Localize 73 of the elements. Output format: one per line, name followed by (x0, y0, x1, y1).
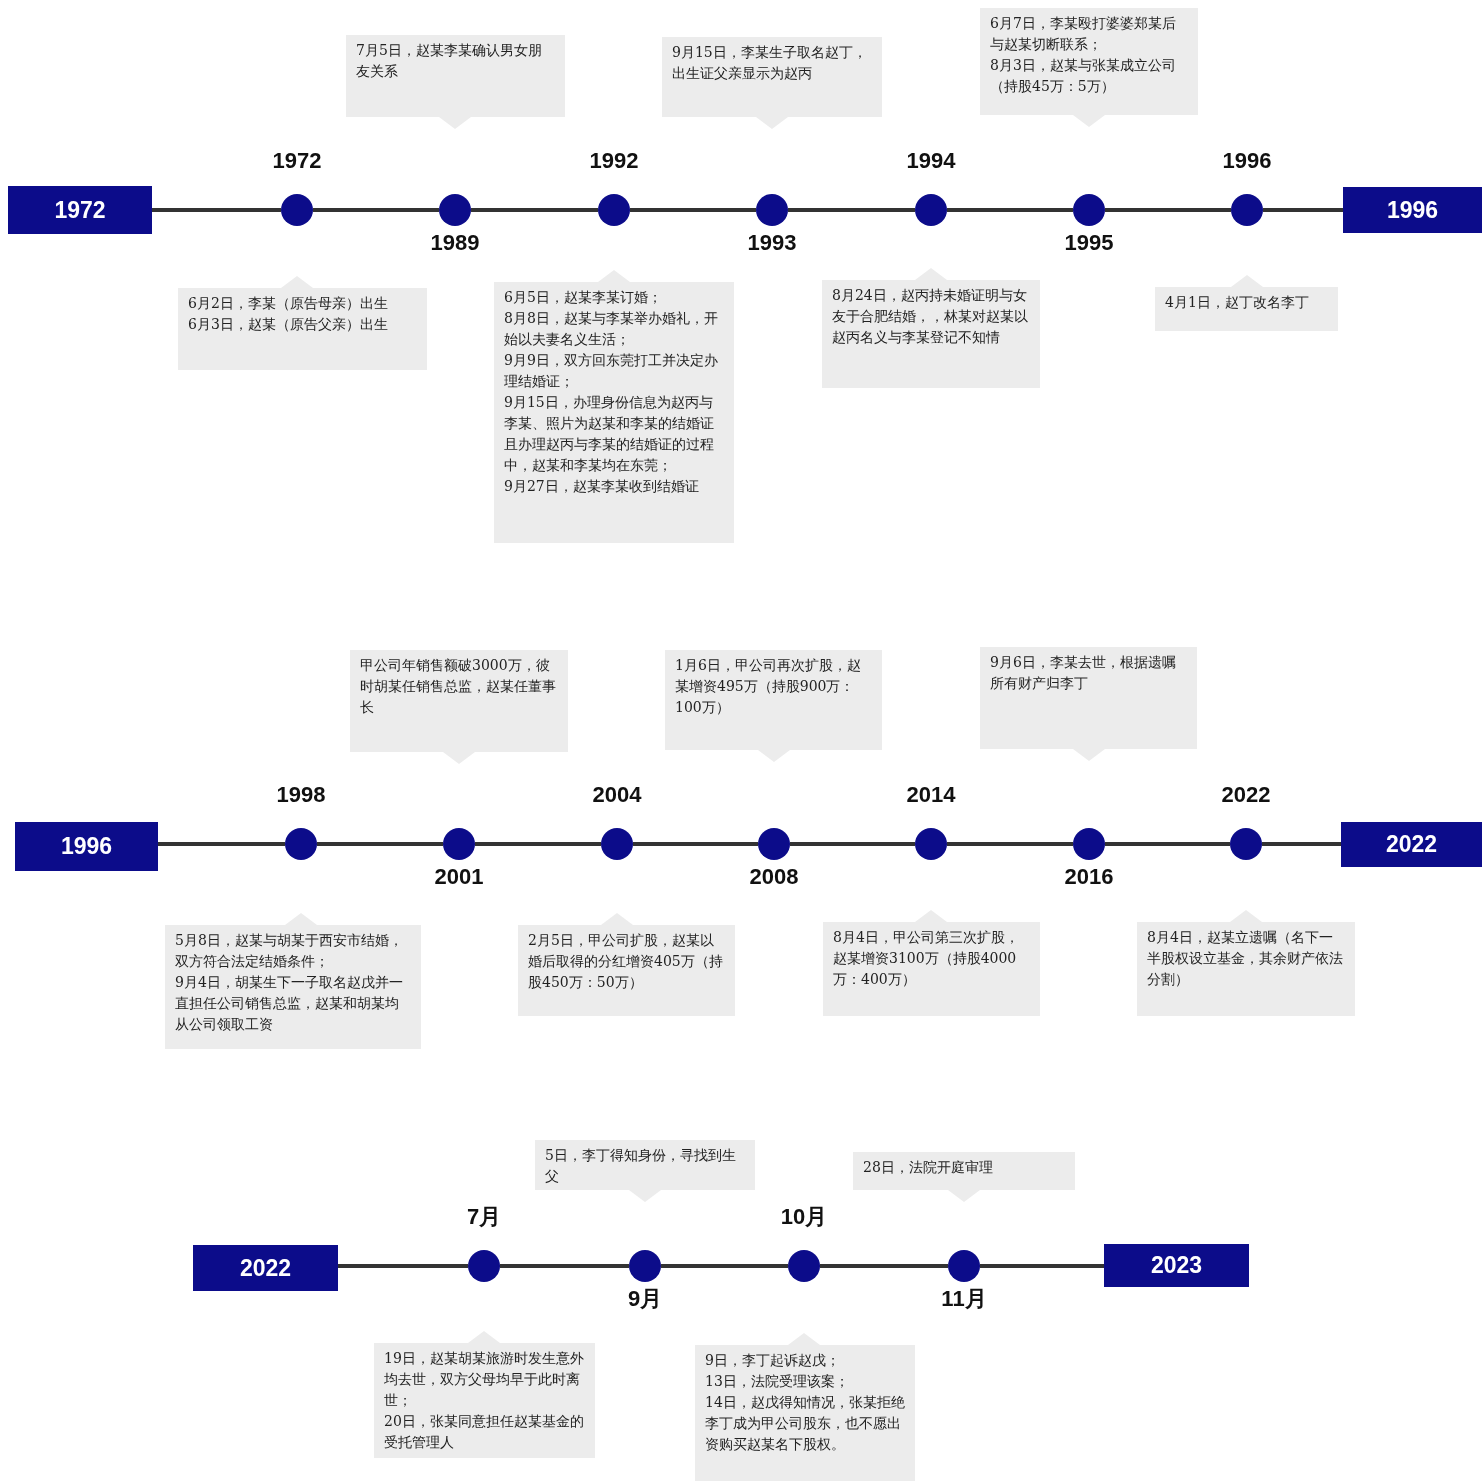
year-box: 1996 (15, 822, 158, 871)
year-label: 1993 (746, 230, 798, 256)
timeline-segment (313, 208, 439, 212)
year-box: 2022 (193, 1245, 338, 1291)
timeline-segment (947, 842, 1073, 846)
year-label: 7月 (465, 1204, 503, 1230)
callout-text: 14日，赵戊得知情况，张某拒绝李丁成为甲公司股东，也不愿出资购买赵某名下股权。 (705, 1393, 905, 1454)
timeline-segment (1263, 208, 1343, 212)
year-box: 1996 (1343, 187, 1482, 233)
year-label: 1995 (1063, 230, 1115, 256)
callout-text: 20日，张某同意担任赵某基金的受托管理人 (384, 1412, 585, 1452)
year-label: 2016 (1063, 864, 1115, 890)
callout-text: 9月9日，双方回东莞打工并决定办理结婚证； (504, 351, 719, 391)
callout-text: 4月1日，赵丁改名李丁 (1165, 293, 1310, 312)
year-box: 1972 (8, 186, 152, 234)
timeline-segment (1105, 842, 1230, 846)
year-label: 2004 (591, 782, 643, 808)
timeline-segment (820, 1264, 948, 1268)
timeline-segment (788, 208, 915, 212)
callout-text: 8月3日，赵某与张某成立公司（持股45万：5万） (990, 56, 1177, 96)
timeline-segment (1262, 842, 1341, 846)
callout-text: 8月8日，赵某与李某举办婚礼，开始以夫妻名义生活； (504, 309, 719, 349)
callout-text: 28日，法院开庭审理 (863, 1158, 994, 1177)
timeline-segment (790, 842, 915, 846)
callout-text: 2月5日，甲公司扩股，赵某以婚后取得的分红增资405万（持股450万：50万） (528, 931, 724, 992)
year-label: 1996 (1221, 148, 1273, 174)
timeline-segment (1105, 208, 1231, 212)
year-label: 1994 (905, 148, 957, 174)
callout-text: 1月6日，甲公司再次扩股，赵某增资495万（持股900万：100万） (675, 656, 862, 717)
callout-text: 13日，法院受理该案； (705, 1372, 850, 1391)
year-label: 2001 (433, 864, 485, 890)
year-label: 9月 (626, 1286, 664, 1312)
callout-text: 5日，李丁得知身份，寻找到生父 (545, 1146, 737, 1186)
timeline-segment (980, 1264, 1104, 1268)
callout-text: 7月5日，赵某李某确认男女朋友关系 (356, 41, 543, 81)
callout-text: 9日，李丁起诉赵戊； (705, 1351, 841, 1370)
callout-text: 8月4日，甲公司第三次扩股，赵某增资3100万（持股4000万：400万） (833, 928, 1020, 989)
timeline-segment (158, 842, 285, 846)
timeline-segment (317, 842, 443, 846)
year-box: 2023 (1104, 1244, 1249, 1287)
callout-text: 6月5日，赵某李某订婚； (504, 288, 663, 307)
timeline-segment (338, 1264, 468, 1268)
callout-text: 19日，赵某胡某旅游时发生意外均去世，双方父母均早于此时离世； (384, 1349, 585, 1410)
callout-text: 5月8日，赵某与胡某于西安市结婚，双方符合法定结婚条件； (175, 931, 404, 971)
year-label: 11月 (940, 1286, 988, 1312)
year-label: 1992 (588, 148, 640, 174)
callout-text: 8月24日，赵丙持未婚证明与女友于合肥结婚，，林某对赵某以赵丙名义与李某登记不知情 (832, 286, 1029, 347)
callout-text: 6月3日，赵某（原告父亲）出生 (188, 315, 389, 334)
timeline-segment (633, 842, 758, 846)
callout-text: 甲公司年销售额破3000万，彼时胡某任销售总监，赵某任董事长 (360, 656, 557, 717)
callout-text: 9月15日，办理身份信息为赵丙与李某、照片为赵某和李某的结婚证且办理赵丙与李某的结婚证的过程中，赵某和李某均在东莞； (504, 393, 715, 475)
year-label: 10月 (779, 1204, 829, 1230)
timeline-segment (152, 208, 281, 212)
year-label: 2022 (1220, 782, 1272, 808)
timeline-segment (471, 208, 598, 212)
callout-text: 8月4日，赵某立遗嘱（名下一半股权设立基金，其余财产依法分割） (1147, 928, 1344, 989)
year-label: 1972 (271, 148, 323, 174)
timeline-segment (661, 1264, 788, 1268)
timeline-segment (475, 842, 601, 846)
callout-text: 9月15日，李某生子取名赵丁，出生证父亲显示为赵丙 (672, 43, 868, 83)
year-label: 1998 (275, 782, 327, 808)
timeline-segment (947, 208, 1073, 212)
timeline-segment (630, 208, 756, 212)
year-label: 1989 (429, 230, 481, 256)
year-label: 2008 (748, 864, 800, 890)
callout-text: 6月7日，李某殴打婆婆郑某后与赵某切断联系； (990, 14, 1177, 54)
callout-text: 9月27日，赵某李某收到结婚证 (504, 477, 700, 496)
year-label: 2014 (905, 782, 957, 808)
timeline-segment (500, 1264, 629, 1268)
callout-text: 9月4日，胡某生下一子取名赵戊并一直担任公司销售总监，赵某和胡某均从公司领取工资 (175, 973, 404, 1034)
year-box: 2022 (1341, 822, 1482, 867)
callout-text: 9月6日，李某去世，根据遗嘱所有财产归李丁 (990, 653, 1177, 693)
callout-text: 6月2日，李某（原告母亲）出生 (188, 294, 389, 313)
